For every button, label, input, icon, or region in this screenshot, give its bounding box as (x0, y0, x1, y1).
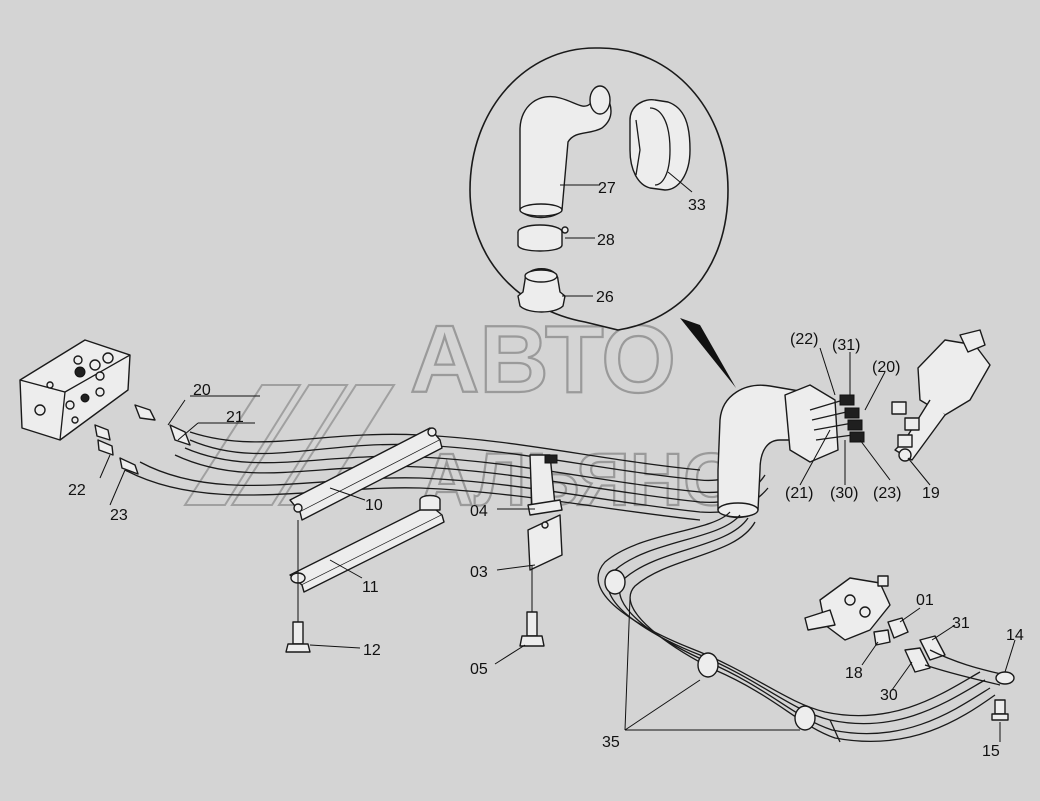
label-05: 05 (470, 661, 488, 678)
part-labels: 27 33 28 26 22 23 20 21 10 11 12 04 03 0… (68, 180, 1024, 760)
label-15: 15 (982, 743, 1000, 760)
label-22-ref: (22) (790, 331, 818, 348)
watermark-line2: АЛЬЯНС (420, 438, 737, 521)
label-04: 04 (470, 503, 488, 520)
label-03: 03 (470, 564, 488, 581)
label-21-ref: (21) (785, 485, 813, 502)
part-35-clamps (604, 569, 816, 731)
label-20: 20 (193, 382, 211, 399)
label-14: 14 (1006, 627, 1024, 644)
part-27-elbow-duct (519, 85, 612, 219)
label-11: 11 (362, 579, 379, 596)
label-33: 33 (688, 197, 706, 214)
part-11-bracket (289, 494, 445, 593)
hose-bundle-lower (597, 511, 996, 743)
part-10-bracket (289, 427, 443, 521)
label-26: 26 (596, 289, 614, 306)
right-valve-block (891, 329, 991, 462)
label-01: 01 (916, 592, 934, 609)
left-fittings (94, 404, 191, 475)
leader-lines (99, 171, 1016, 742)
part-26-cap (517, 268, 566, 313)
label-21: 21 (226, 409, 244, 426)
label-30-ref: (30) (830, 485, 858, 502)
label-31: 31 (952, 615, 970, 632)
label-23: 23 (110, 507, 128, 524)
label-35: 35 (602, 734, 620, 751)
label-22: 22 (68, 482, 86, 499)
part-33-grommet (629, 98, 691, 191)
label-20-ref: (20) (872, 359, 900, 376)
label-27: 27 (598, 180, 616, 197)
lower-fittings (873, 617, 1015, 686)
left-valve-block (19, 339, 131, 441)
part-12-bolt (285, 621, 311, 653)
label-23-ref: (23) (873, 485, 901, 502)
lower-right-valve (804, 575, 891, 641)
part-05-bolt (519, 611, 545, 647)
label-10: 10 (365, 497, 383, 514)
label-28: 28 (597, 232, 615, 249)
label-18: 18 (845, 665, 863, 682)
part-15-bolt (991, 699, 1009, 721)
label-30: 30 (880, 687, 898, 704)
label-31-ref: (31) (832, 337, 860, 354)
part-03-bracket (527, 514, 563, 571)
part-28-clamp (517, 224, 569, 252)
detail-pointer (680, 318, 736, 388)
label-12: 12 (363, 642, 381, 659)
watermark-logo: АВТО АЛЬЯНС (183, 305, 738, 522)
label-19: 19 (922, 485, 940, 502)
part-04-bracket (527, 454, 563, 516)
